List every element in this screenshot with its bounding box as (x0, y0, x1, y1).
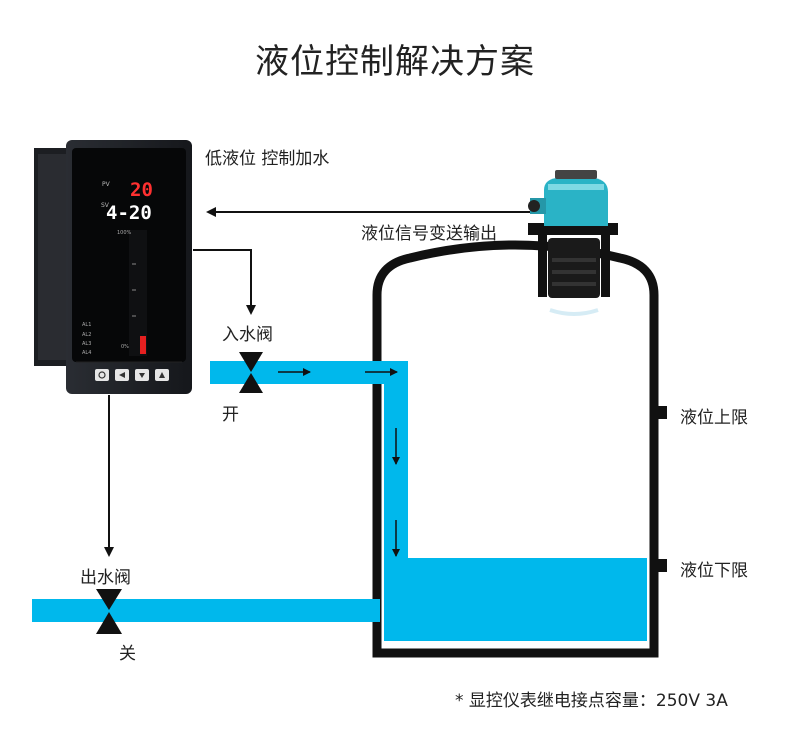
outlet-valve-icon[interactable] (96, 589, 122, 634)
page-title: 液位控制解决方案 (255, 42, 535, 82)
pv-display: 20 (130, 179, 153, 201)
pv-label: PV (102, 181, 111, 188)
inlet-pipe (210, 361, 408, 559)
outlet-valve-label: 出水阀 (80, 568, 131, 588)
inlet-valve-icon[interactable] (239, 352, 263, 393)
alarm-label-1: AL1 (82, 322, 91, 328)
alarm-label-3: AL3 (82, 341, 91, 347)
water-tank (372, 240, 659, 658)
sv-display: 4-20 (106, 202, 152, 224)
button-power-1[interactable] (95, 369, 109, 381)
upper-limit-label: 液位上限 (680, 408, 748, 428)
bar-graph-track (129, 230, 147, 356)
outlet-valve-state: 关 (119, 644, 136, 664)
level-controller: PV 20 SV 4-20 100% 0% AL1 AL2 AL3 AL4 (34, 140, 192, 394)
sensor-mount-left (538, 235, 547, 297)
relay-capacity-note: * 显控仪表继电接点容量：250V 3A (455, 691, 728, 711)
ultrasonic-level-sensor (528, 170, 618, 316)
scale-bottom-label: 0% (121, 344, 129, 350)
scale-top-label: 100% (117, 230, 132, 236)
lower-limit-label: 液位下限 (680, 561, 748, 581)
alarm-label-4: AL4 (82, 350, 91, 356)
outlet-pipe (32, 599, 380, 622)
lower-limit-marker (656, 559, 667, 572)
inlet-valve-state: 开 (222, 405, 239, 425)
signal-output-label: 液位信号变送输出 (361, 224, 497, 244)
sensor-mount-right (601, 235, 610, 297)
inlet-valve-label: 入水阀 (222, 325, 273, 345)
alarm-label-2: AL2 (82, 332, 91, 338)
tank-water (384, 558, 647, 641)
low-level-fill-label: 低液位 控制加水 (205, 149, 330, 169)
sv-label: SV (101, 202, 110, 209)
tank-outline (372, 240, 659, 658)
bar-graph-fill (140, 336, 146, 354)
control-lines (104, 207, 530, 557)
upper-limit-marker (656, 406, 667, 419)
